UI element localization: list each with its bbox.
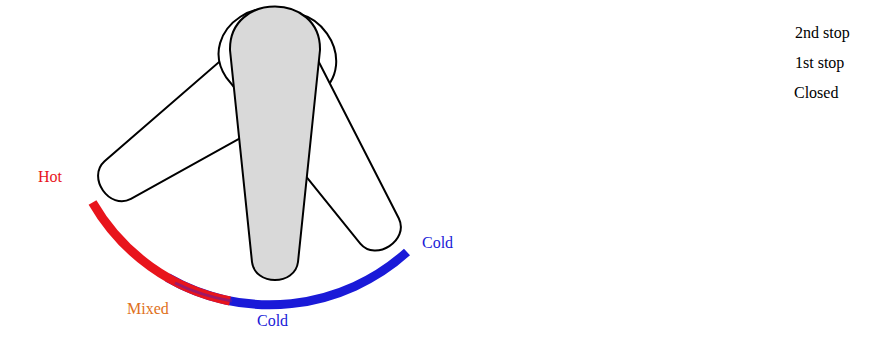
stop-label: 1st stop xyxy=(793,54,846,72)
hot-label: Hot xyxy=(36,168,64,186)
mixed-label: Mixed xyxy=(125,300,171,318)
cold-label: Cold xyxy=(420,234,455,252)
mixed-blend xyxy=(175,283,232,301)
stop-label: 2nd stop xyxy=(793,24,852,42)
hot-arc xyxy=(93,203,231,302)
closed-label: Closed xyxy=(792,84,840,102)
cold-label: Cold xyxy=(255,312,290,330)
lever-closed xyxy=(230,7,320,281)
